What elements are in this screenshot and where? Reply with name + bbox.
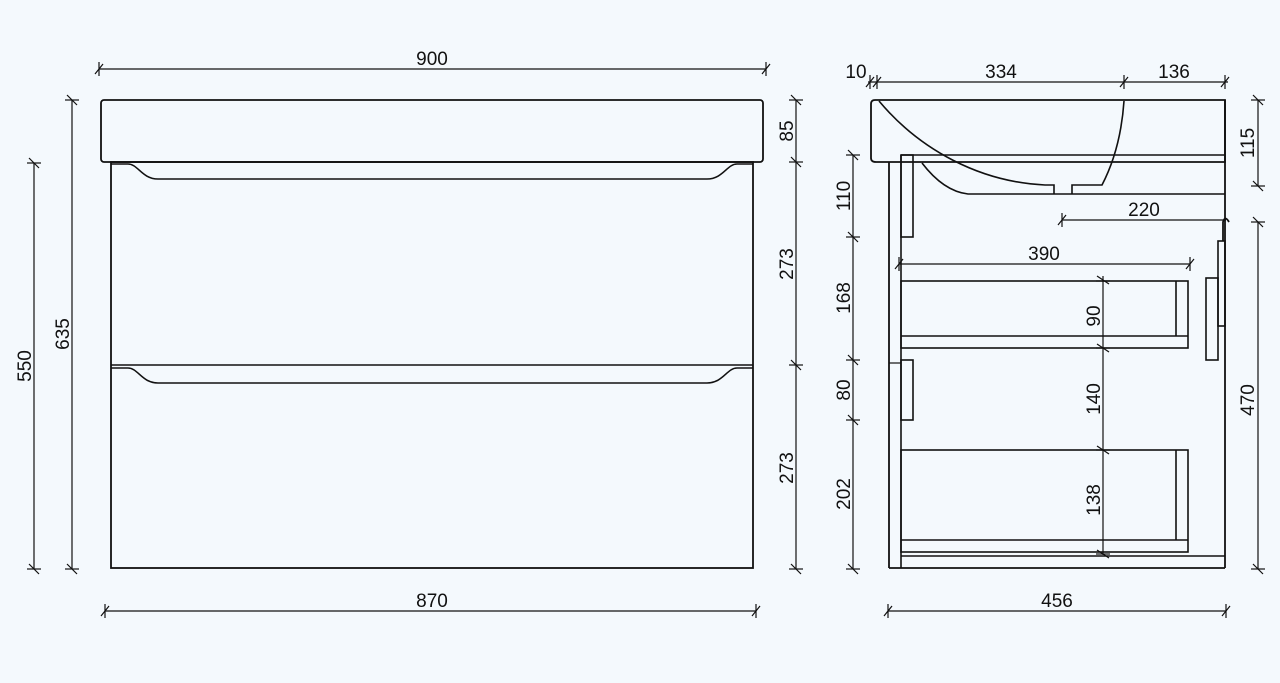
label-456: 456 [1041, 591, 1073, 612]
dim-side-siphon: 220 [1057, 200, 1226, 227]
basin-outer-curve [878, 100, 1125, 194]
upper-drawer-box [900, 280, 1189, 349]
dim-front-width-bottom: 870 [100, 591, 761, 618]
dim-side-drawer-depth: 390 [894, 244, 1195, 271]
upper-drawer-handle [111, 163, 753, 180]
label-220: 220 [1128, 200, 1160, 221]
label-136: 136 [1158, 62, 1190, 83]
wall-bracket [1217, 240, 1226, 327]
lower-drawer-handle [111, 367, 753, 384]
label-470: 470 [1238, 384, 1259, 416]
label-202: 202 [834, 478, 855, 510]
upper-front-panel [900, 154, 914, 238]
dim-side-left-chain: 110 168 80 202 [834, 149, 860, 575]
label-168: 168 [834, 282, 855, 314]
side-countertop [870, 99, 1226, 163]
side-view [870, 99, 1230, 569]
front-countertop [100, 99, 764, 163]
label-90: 90 [1084, 305, 1105, 326]
lower-drawer-box [900, 449, 1189, 553]
dim-front-height-total: 635 [53, 94, 79, 575]
label-390: 390 [1028, 244, 1060, 265]
label-273-lower: 273 [777, 452, 798, 484]
basin-inner-curve [921, 162, 1225, 195]
label-138: 138 [1084, 484, 1105, 516]
dim-front-right-chain: 85 273 273 [777, 94, 803, 575]
label-115: 115 [1238, 128, 1259, 158]
label-80: 80 [834, 379, 855, 400]
dim-front-height-cabinet: 550 [15, 157, 41, 575]
dim-side-inner-chain: 90 140 138 [1084, 275, 1110, 559]
label-870: 870 [416, 591, 448, 612]
label-334: 334 [985, 62, 1017, 83]
lower-front-panel [900, 359, 914, 421]
dim-side-cabinet-height: 470 [1238, 216, 1265, 575]
label-900: 900 [416, 49, 448, 70]
label-550: 550 [15, 350, 36, 382]
dim-side-top-thickness: 115 [1238, 94, 1265, 192]
label-635: 635 [53, 318, 74, 350]
dim-side-top-chain: 10 334 136 [845, 62, 1230, 89]
label-10: 10 [845, 62, 866, 83]
front-view [100, 99, 764, 569]
label-85: 85 [777, 120, 798, 141]
dim-front-width-top: 900 [94, 49, 771, 76]
wall-rail [1205, 277, 1219, 361]
label-140: 140 [1084, 383, 1105, 415]
label-273-upper: 273 [777, 248, 798, 280]
siphon-hook [1222, 217, 1230, 241]
dim-side-depth-total: 456 [883, 591, 1231, 618]
label-110: 110 [834, 181, 855, 211]
